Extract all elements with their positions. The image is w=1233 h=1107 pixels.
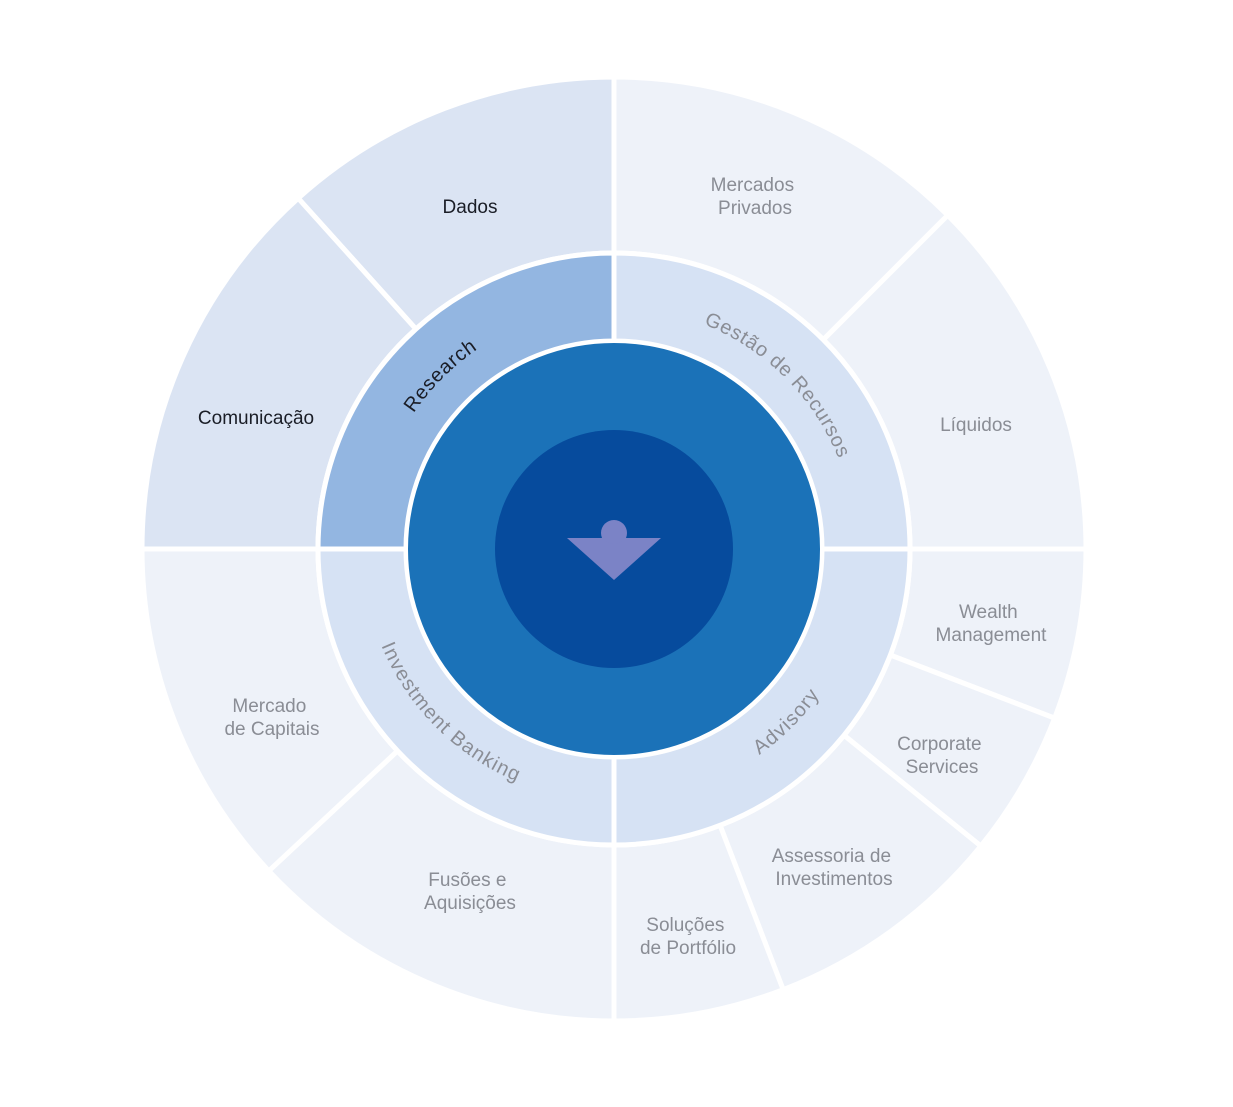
outer-ring	[139, 74, 1089, 1024]
label-comunicacao: Comunicação	[198, 408, 314, 429]
label-corporate-services: Corporate Services	[897, 734, 987, 778]
label-mercado-de-capitais: Mercado de Capitais	[224, 696, 319, 740]
label-fusoes-e-aquisicoes: Fusões e Aquisições	[424, 870, 516, 914]
label-solucoes-de-portfolio: Soluções de Portfólio	[640, 915, 736, 959]
center-core	[404, 339, 824, 759]
label-mercados-privados: Mercados Privados	[711, 175, 800, 219]
label-liquidos: Líquidos	[940, 415, 1012, 436]
v-person-logo-icon	[567, 520, 661, 580]
label-assessoria-de-investimentos: Assessoria de Investimentos	[772, 846, 897, 890]
label-dados: Dados	[443, 197, 498, 218]
label-wealth-management: Wealth Management	[936, 602, 1048, 646]
service-labels: Dados Comunicação Mercados Privados Líqu…	[198, 175, 1047, 959]
